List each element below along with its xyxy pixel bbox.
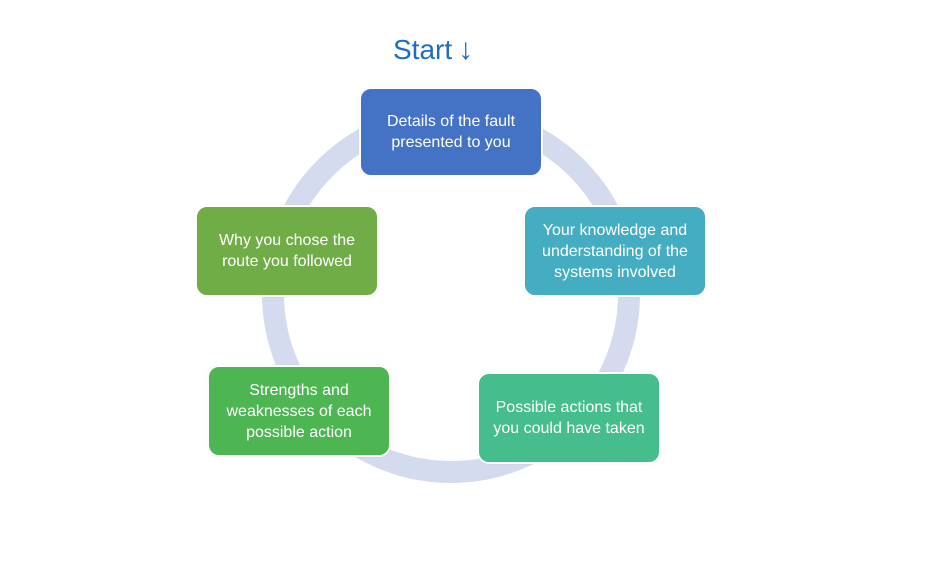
start-label: Start ↓	[393, 30, 473, 70]
cycle-node-text: Possible actions that you could have tak…	[493, 399, 645, 437]
cycle-node-text: Details of the fault presented to you	[386, 113, 516, 151]
cycle-node-possible-actions: Possible actions that you could have tak…	[477, 372, 661, 464]
cycle-node-text: Strengths and weaknesses of each possibl…	[226, 381, 372, 441]
cycle-node-strengths-weaknesses: Strengths and weaknesses of each possibl…	[207, 365, 391, 457]
down-arrow-icon: ↓	[458, 33, 474, 66]
cycle-node-knowledge: Your knowledge and understanding of the …	[523, 205, 707, 297]
cycle-node-fault-details: Details of the fault presented to you	[359, 87, 543, 177]
cycle-node-text: Your knowledge and understanding of the …	[542, 221, 688, 281]
cycle-node-why-route: Why you chose the route you followed	[195, 205, 379, 297]
cycle-node-text: Why you chose the route you followed	[218, 232, 356, 270]
start-text: Start	[393, 34, 453, 65]
